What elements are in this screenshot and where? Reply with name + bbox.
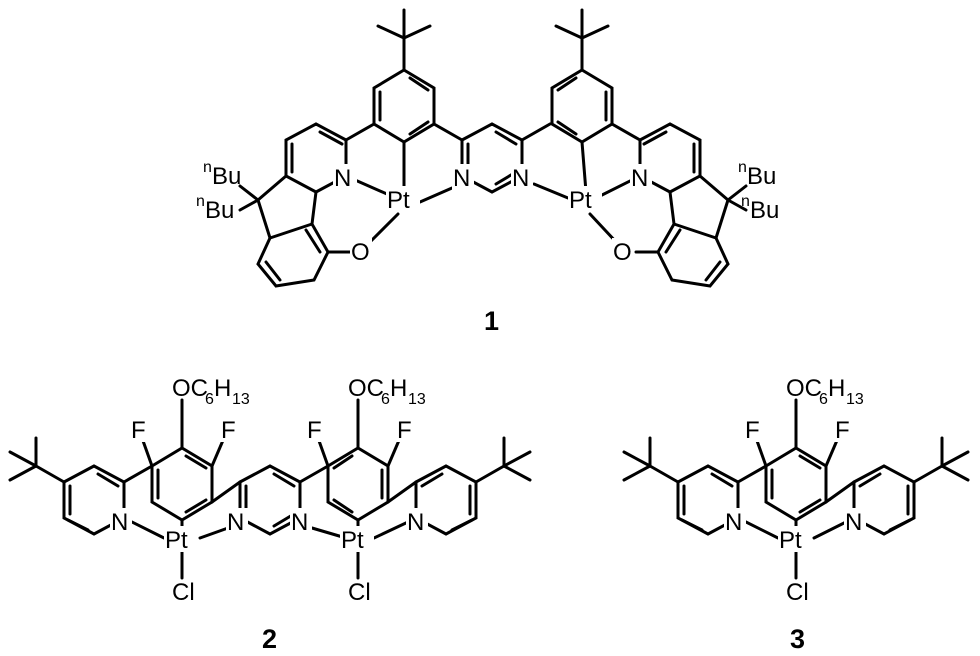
svg-text:OC: OC xyxy=(348,375,384,402)
compound-1-nbu-lower-right: n Bu xyxy=(741,193,779,224)
compound-2-n-right: N xyxy=(407,509,424,536)
compound-3-structure: N Pt N F F Cl OC 6 H 13 3 xyxy=(622,375,970,654)
compound-3-pt: Pt xyxy=(779,527,802,554)
compound-1-o-left: O xyxy=(351,239,370,266)
svg-text:Bu: Bu xyxy=(205,197,234,224)
compound-3-f-right: F xyxy=(835,417,850,444)
compound-1-pt-left: Pt xyxy=(387,187,410,214)
svg-text:n: n xyxy=(738,159,747,176)
compound-2-pt-right: Pt xyxy=(341,527,364,554)
svg-text:6: 6 xyxy=(819,391,828,408)
svg-text:13: 13 xyxy=(408,391,426,408)
compound-3-n-left: N xyxy=(725,509,742,536)
compound-1-pt-right: Pt xyxy=(569,187,592,214)
compound-2-cl-right: Cl xyxy=(348,579,371,606)
compound-1-n-pyrimidine-right: N xyxy=(512,165,529,192)
svg-text:H: H xyxy=(828,375,845,402)
compound-3-cl: Cl xyxy=(786,579,809,606)
compound-1-n-left: N xyxy=(334,165,351,192)
svg-text:6: 6 xyxy=(205,391,214,408)
compound-2-f-1: F xyxy=(131,417,146,444)
svg-text:OC: OC xyxy=(786,375,822,402)
compound-1-structure: N Pt O N N Pt N O n Bu n Bu n Bu n Bu xyxy=(196,8,779,336)
compound-2-ohexyl-left: OC 6 H 13 xyxy=(172,375,250,408)
compound-2-cl-left: Cl xyxy=(172,579,195,606)
compound-3-f-left: F xyxy=(745,417,760,444)
svg-text:H: H xyxy=(214,375,231,402)
compound-1-o-right: O xyxy=(613,239,632,266)
svg-text:13: 13 xyxy=(846,391,864,408)
compound-2-pt-left: Pt xyxy=(165,527,188,554)
svg-text:OC: OC xyxy=(172,375,208,402)
compound-2-n-left: N xyxy=(111,509,128,536)
compound-2-f-3: F xyxy=(307,417,322,444)
svg-text:Bu: Bu xyxy=(212,163,241,190)
svg-text:Bu: Bu xyxy=(747,163,776,190)
compound-2-n-pyrimidine-left: N xyxy=(227,509,244,536)
svg-text:13: 13 xyxy=(232,391,250,408)
compound-2-ohexyl-right: OC 6 H 13 xyxy=(348,375,426,408)
svg-text:6: 6 xyxy=(381,391,390,408)
compound-1-n-pyrimidine-left: N xyxy=(453,165,470,192)
svg-text:n: n xyxy=(741,193,750,210)
compound-2-n-pyrimidine-right: N xyxy=(291,509,308,536)
compound-1-nbu-upper-right: n Bu xyxy=(738,159,776,190)
svg-text:Bu: Bu xyxy=(750,197,779,224)
svg-text:n: n xyxy=(203,159,212,176)
compound-3-label: 3 xyxy=(790,624,805,654)
compound-3-ohexyl: OC 6 H 13 xyxy=(786,375,864,408)
svg-text:n: n xyxy=(196,193,205,210)
compound-2-structure: N Pt N N Pt N F F F F Cl Cl OC 6 H 13 OC… xyxy=(8,375,532,654)
svg-text:H: H xyxy=(390,375,407,402)
compound-3-n-right: N xyxy=(845,509,862,536)
compound-2-f-4: F xyxy=(397,417,412,444)
compound-1-label: 1 xyxy=(484,306,499,336)
compound-1-n-right: N xyxy=(631,165,648,192)
compound-1-nbu-lower-left: n Bu xyxy=(196,193,234,224)
compound-2-f-2: F xyxy=(221,417,236,444)
compound-2-label: 2 xyxy=(262,624,277,654)
compound-1-nbu-upper-left: n Bu xyxy=(203,159,241,190)
